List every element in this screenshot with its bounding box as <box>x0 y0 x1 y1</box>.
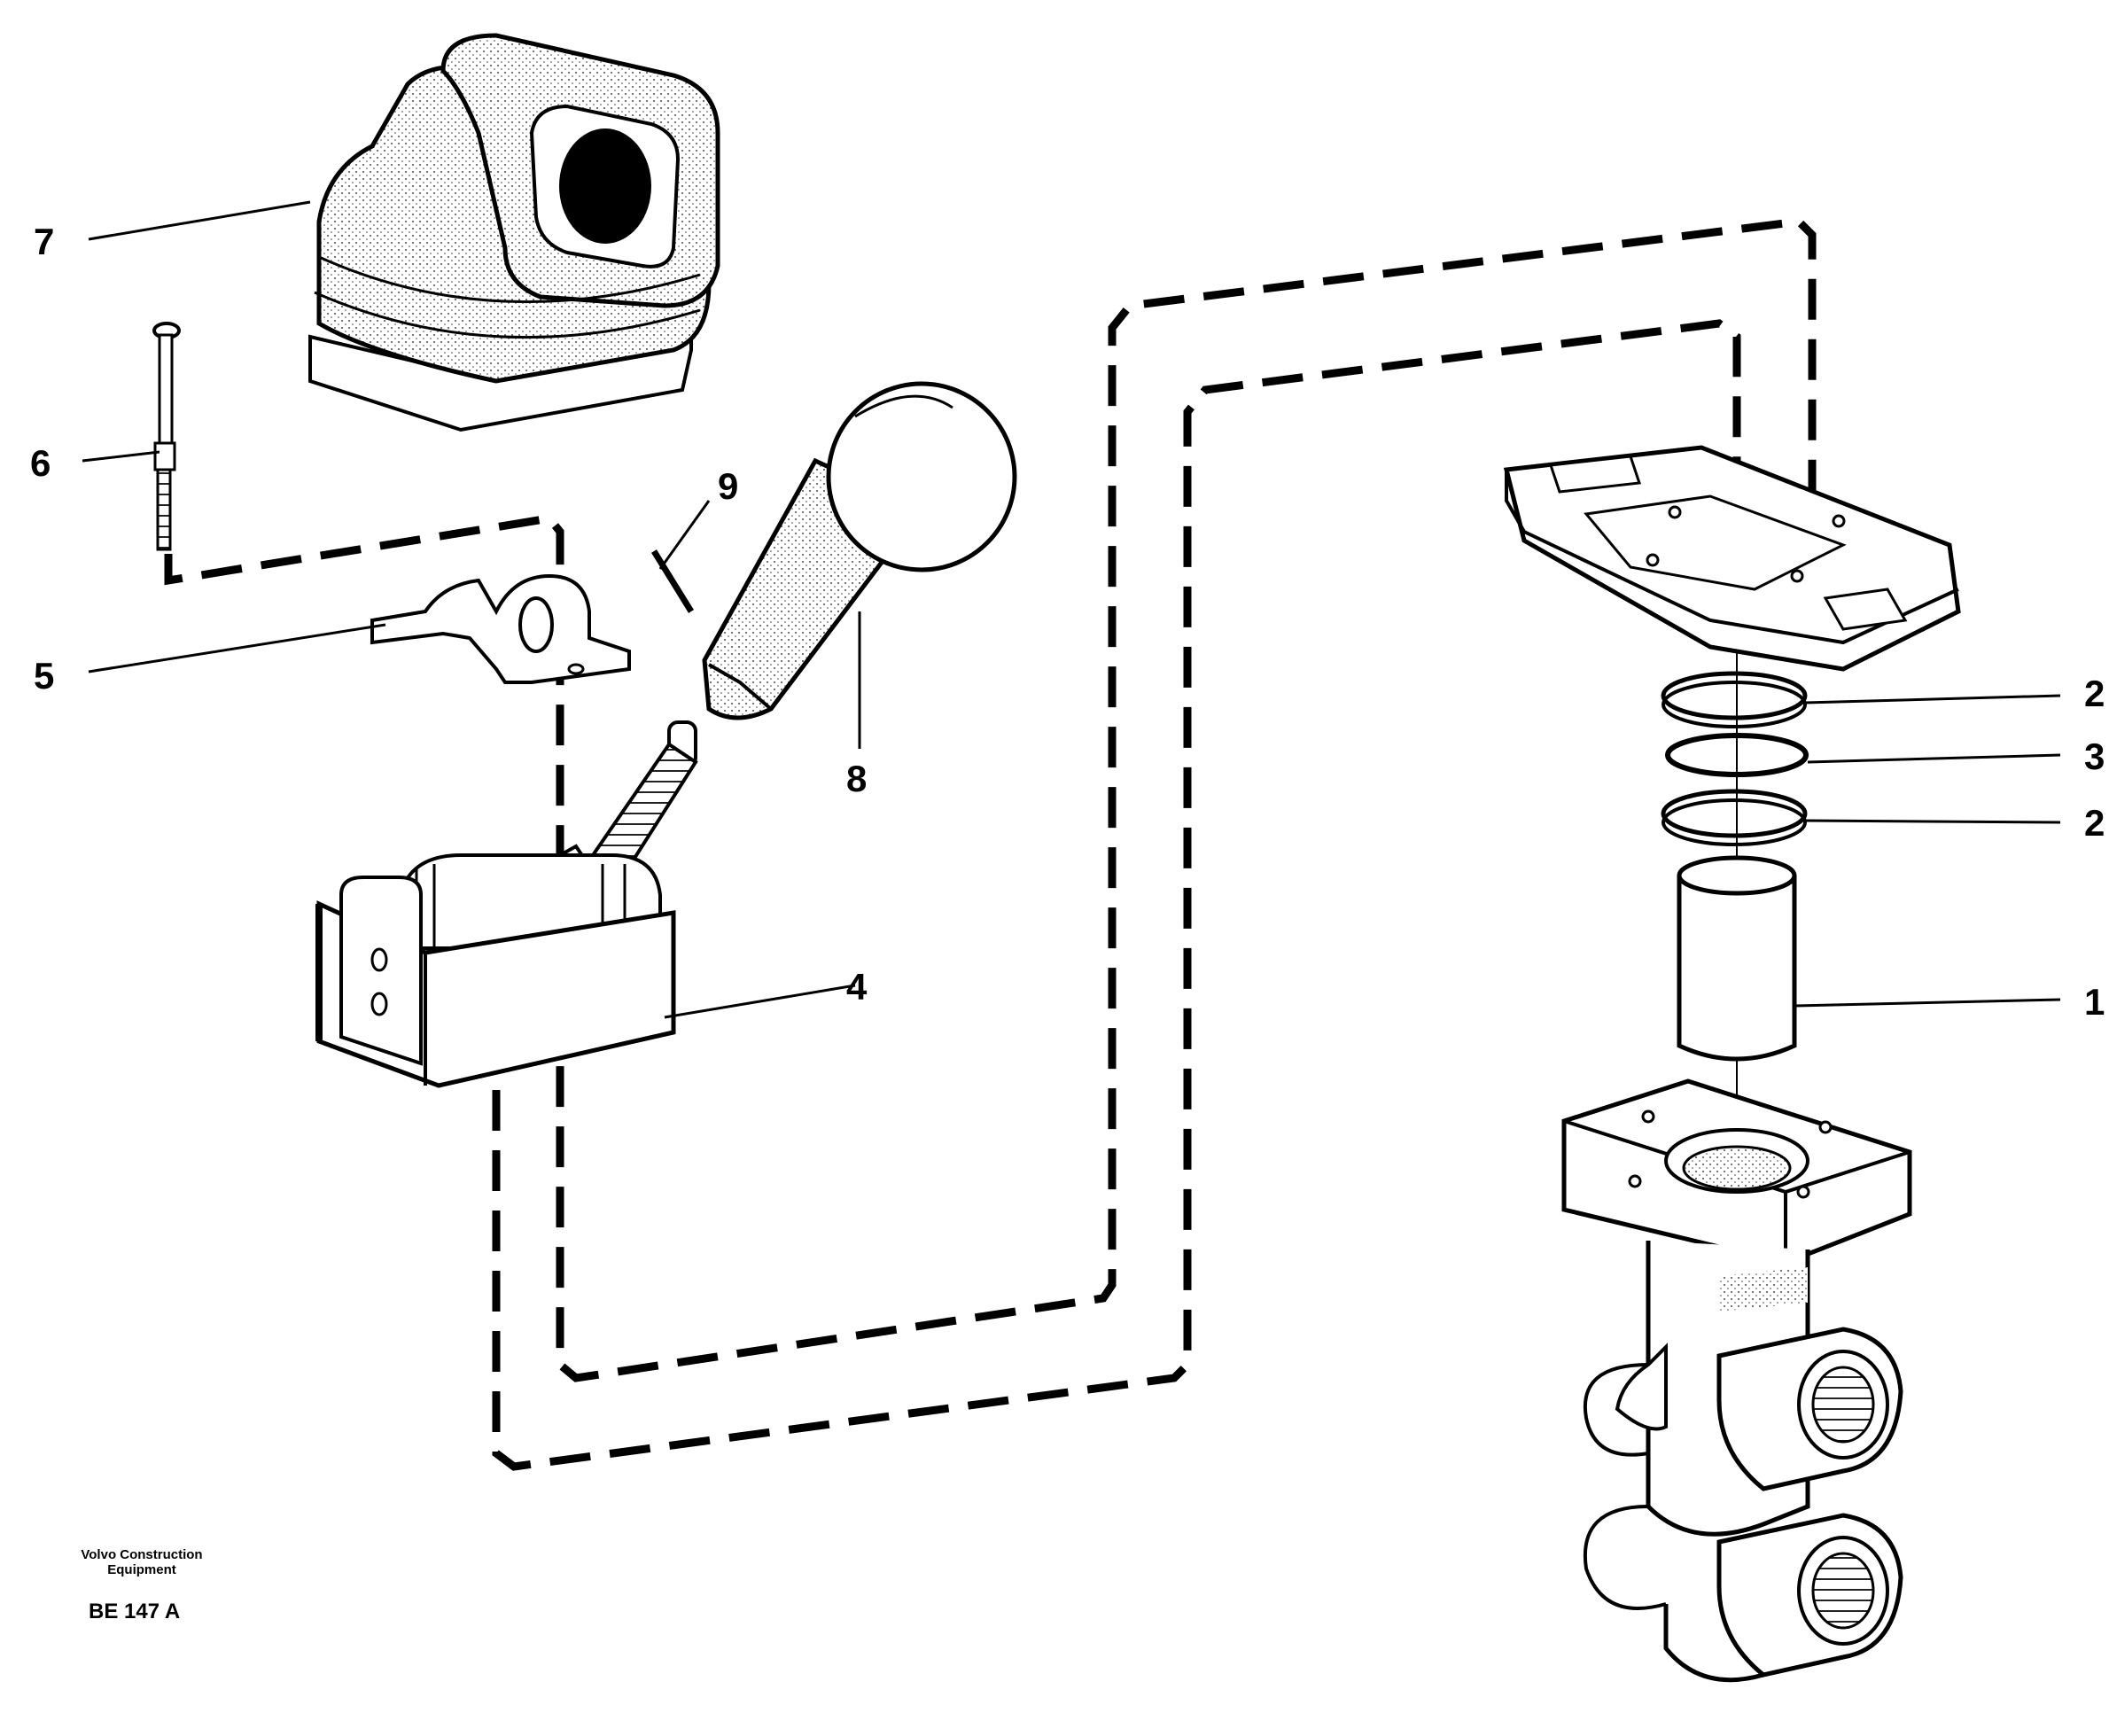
o-ring-part-3 <box>1665 733 1809 777</box>
callout-2-upper: 2 <box>2084 673 2105 714</box>
retaining-ring-part-2-upper <box>1661 671 1808 728</box>
callout-2-lower: 2 <box>2084 802 2105 844</box>
screw-part-6 <box>152 322 181 551</box>
retaining-ring-part-2-lower <box>1661 789 1808 846</box>
valve-body <box>1561 1078 1912 1683</box>
dashed-assembly-lines <box>164 217 1817 1471</box>
leader-1 <box>1794 998 2061 1008</box>
callout-5: 5 <box>34 655 55 697</box>
lever-assembly-part-4 <box>315 720 698 1088</box>
leader-6 <box>82 450 160 463</box>
leader-lines <box>82 200 2061 1019</box>
leader-7 <box>88 200 311 241</box>
credit-line-1: Volvo Construction <box>81 1547 203 1562</box>
leader-2b <box>1804 819 2061 824</box>
credit-block: Volvo Construction Equipment <box>53 1547 230 1577</box>
callout-1: 1 <box>2084 981 2105 1023</box>
callout-3: 3 <box>2084 736 2105 777</box>
leader-4 <box>664 984 856 1019</box>
credit-line-2: Equipment <box>107 1562 176 1577</box>
boot-cover-part-7 <box>308 33 720 432</box>
pin-part-9 <box>651 549 694 613</box>
lever-knob-part-8 <box>702 381 1017 720</box>
leader-2a <box>1804 694 2061 705</box>
leader-5 <box>88 623 386 673</box>
callout-4: 4 <box>846 966 868 1008</box>
callout-6: 6 <box>30 442 51 484</box>
callout-9: 9 <box>718 465 739 507</box>
callout-7: 7 <box>34 221 55 262</box>
leader-9 <box>658 500 711 570</box>
figure-code: BE 147 A <box>89 1600 181 1623</box>
clamp-part-5 <box>370 573 631 684</box>
callout-8: 8 <box>846 758 868 799</box>
mounting-plate <box>1503 445 1961 672</box>
leader-3 <box>1807 753 2061 764</box>
cylinder-part-1 <box>1677 855 1797 1062</box>
